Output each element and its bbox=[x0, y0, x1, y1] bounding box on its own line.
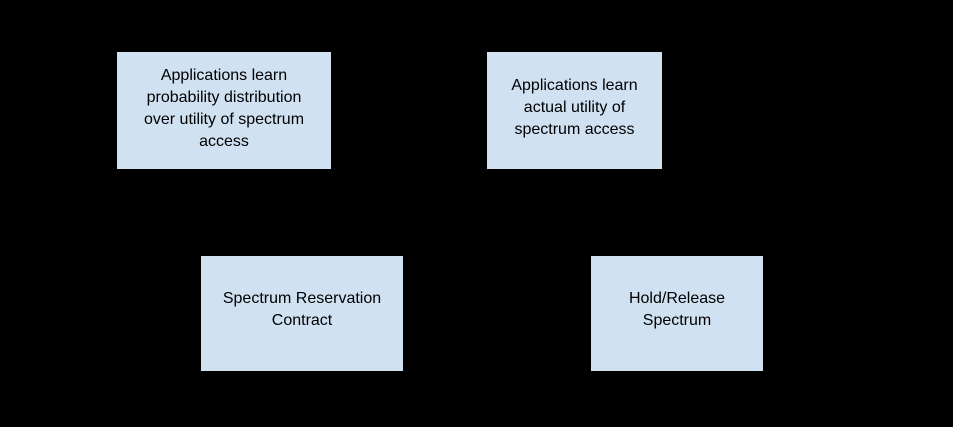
node-applications-learn-actual-utility[interactable]: Applications learn actual utility of spe… bbox=[487, 52, 662, 169]
node-label: Applications learn probability distribut… bbox=[143, 66, 305, 150]
node-applications-learn-probability-distribution[interactable]: Applications learn probability distribut… bbox=[117, 52, 331, 169]
node-spectrum-reservation-contract[interactable]: Spectrum Reservation Contract bbox=[201, 256, 403, 371]
node-label: Spectrum Reservation Contract bbox=[222, 289, 382, 329]
node-hold-release-spectrum[interactable]: Hold/Release Spectrum bbox=[591, 256, 763, 371]
node-label: Applications learn actual utility of spe… bbox=[511, 76, 638, 138]
node-label: Hold/Release Spectrum bbox=[628, 289, 726, 329]
